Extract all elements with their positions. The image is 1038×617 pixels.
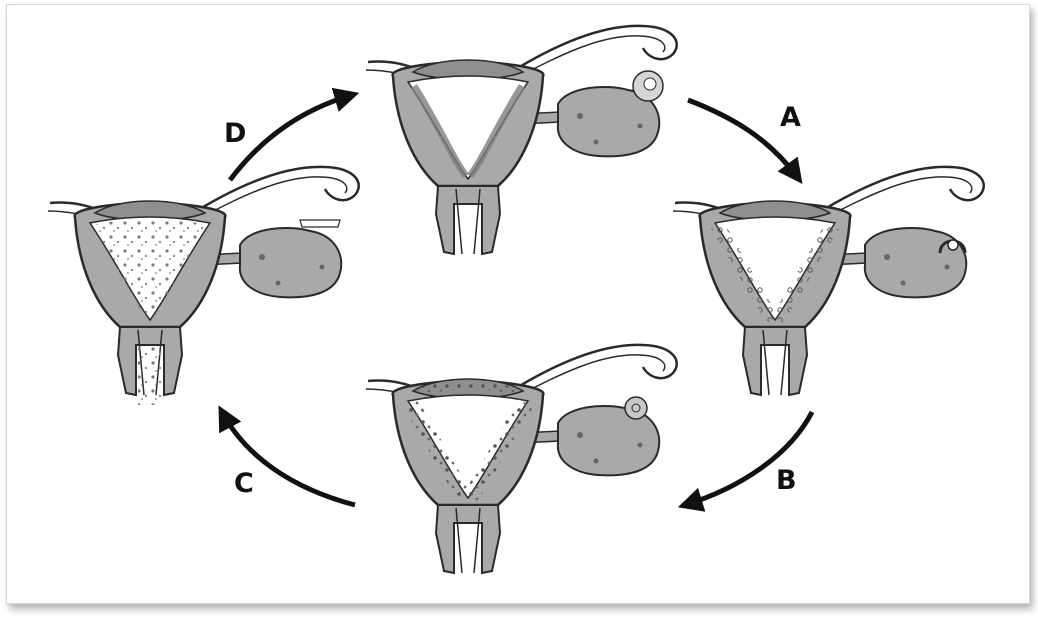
label-a: A [780, 102, 801, 133]
uterus-stage-left [48, 167, 359, 405]
uterus-stage-top [366, 26, 677, 254]
uterus-stage-bottom [366, 345, 677, 573]
uterus-stage-right [673, 167, 984, 395]
label-d: D [224, 118, 246, 149]
label-b: B [776, 465, 797, 496]
label-c: C [234, 468, 254, 499]
